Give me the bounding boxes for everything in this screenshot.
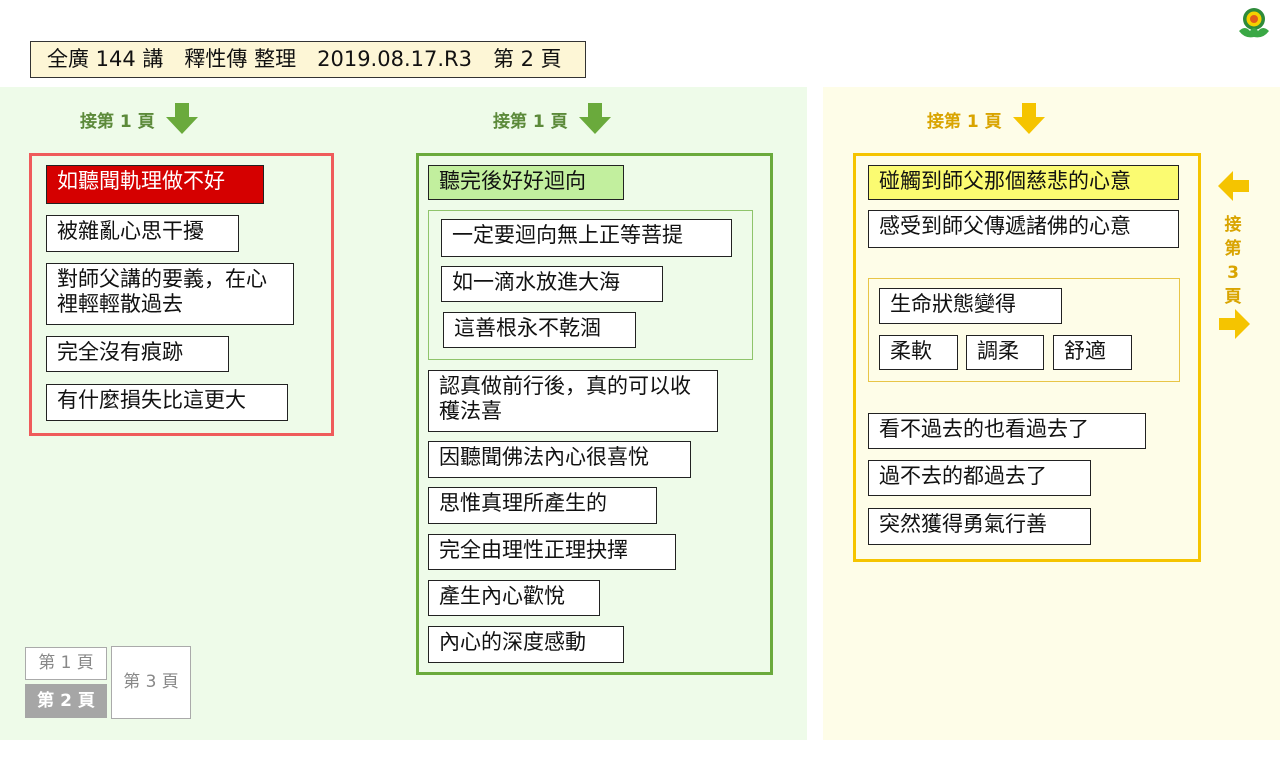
middle-group-item-2: 如一滴水放進大海: [441, 266, 663, 302]
page-1-link[interactable]: 第 1 頁: [25, 647, 107, 680]
page-3-link[interactable]: 第 3 頁: [111, 646, 191, 719]
middle-group-item-1: 一定要迴向無上正等菩提: [441, 219, 732, 257]
middle-item-5: 產生內心歡悅: [428, 580, 600, 616]
middle-item-1: 認真做前行後，真的可以收穫法喜: [428, 370, 718, 432]
arrow-right-icon[interactable]: [1218, 308, 1250, 340]
right-item-3: 過不去的都過去了: [868, 460, 1091, 496]
right-item-2: 看不過去的也看過去了: [868, 413, 1146, 449]
right-group-item-2: 調柔: [966, 335, 1044, 370]
left-column-frame: [29, 153, 334, 436]
arrow-down-icon: [1012, 103, 1045, 134]
continue-to-page3-label: 接 第 3 頁: [1221, 213, 1245, 309]
continue-from-page1-middle: 接第 1 頁: [493, 103, 612, 135]
continue-from-page1-left: 接第 1 頁: [80, 103, 199, 135]
right-item-1: 感受到師父傳遞諸佛的心意: [868, 210, 1179, 248]
right-group-title: 生命狀態變得: [879, 288, 1062, 324]
continue-label: 接第 1 頁: [493, 111, 568, 132]
continue-from-page1-right: 接第 1 頁: [927, 103, 1046, 135]
arrow-down-icon: [165, 103, 198, 134]
arrow-left-icon[interactable]: [1218, 170, 1250, 202]
left-item-4: 有什麼損失比這更大: [46, 384, 288, 421]
middle-group-item-3: 這善根永不乾涸: [443, 312, 636, 348]
right-group-item-1: 柔軟: [879, 335, 958, 370]
continue-char: 接: [1224, 215, 1242, 235]
middle-column-frame: [416, 153, 773, 675]
middle-heading: 聽完後好好迴向: [428, 165, 624, 200]
right-group-item-3: 舒適: [1053, 335, 1132, 370]
left-item-3: 完全沒有痕跡: [46, 336, 229, 372]
continue-char: 3: [1227, 263, 1239, 283]
right-column-frame: [853, 153, 1201, 562]
continue-label: 接第 1 頁: [927, 111, 1002, 132]
page-2-link-current[interactable]: 第 2 頁: [25, 684, 107, 718]
left-item-1: 被雜亂心思干擾: [46, 215, 239, 252]
arrow-down-icon: [578, 103, 611, 134]
middle-item-4: 完全由理性正理抉擇: [428, 534, 676, 570]
continue-label: 接第 1 頁: [80, 111, 155, 132]
lotus-logo-icon: [1236, 6, 1272, 40]
middle-item-2: 因聽聞佛法內心很喜悅: [428, 441, 691, 478]
left-item-2: 對師父講的要義，在心裡輕輕散過去: [46, 263, 294, 325]
continue-char: 頁: [1224, 287, 1242, 307]
continue-char: 第: [1224, 239, 1242, 259]
right-item-4: 突然獲得勇氣行善: [868, 508, 1091, 545]
right-heading: 碰觸到師父那個慈悲的心意: [868, 165, 1179, 200]
middle-item-3: 思惟真理所產生的: [428, 487, 657, 524]
page-title: 全廣 144 講 釋性傳 整理 2019.08.17.R3 第 2 頁: [30, 41, 586, 78]
middle-item-6: 內心的深度感動: [428, 626, 624, 663]
left-heading: 如聽聞軌理做不好: [46, 165, 264, 204]
